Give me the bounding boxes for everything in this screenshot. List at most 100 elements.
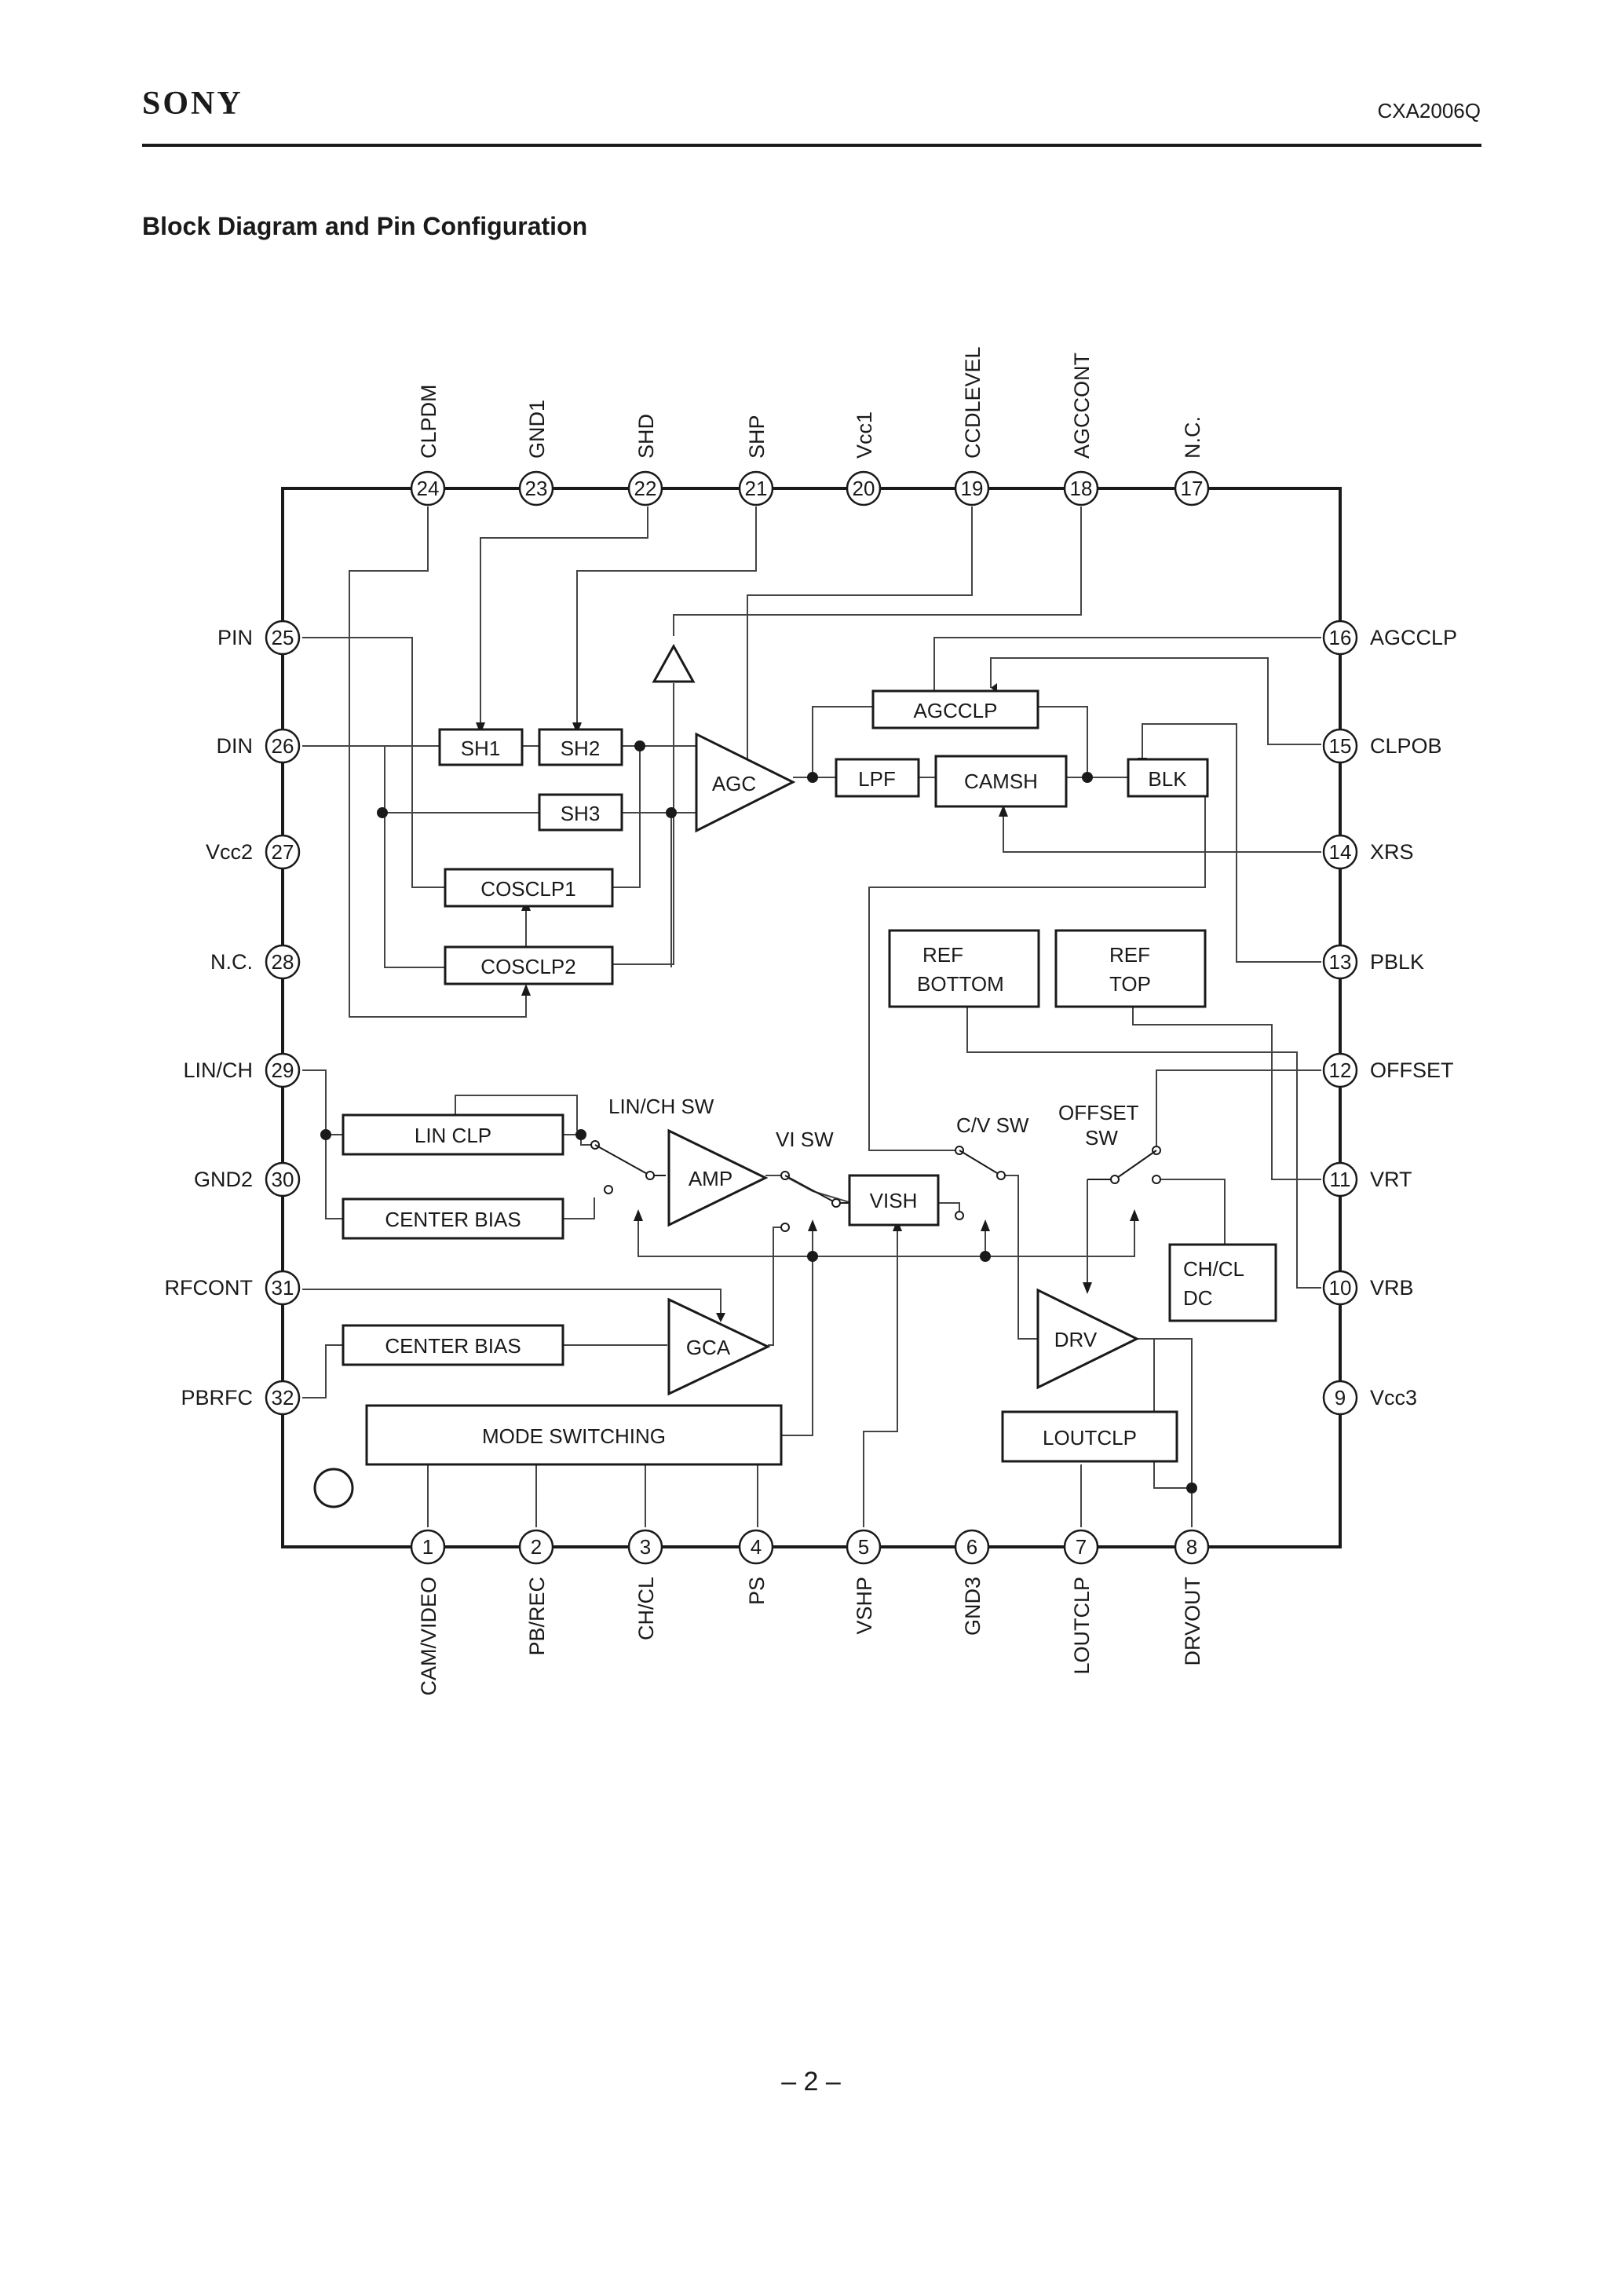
- svg-text:DRV: DRV: [1054, 1328, 1098, 1351]
- pin-number: 20: [853, 477, 875, 500]
- junction-dots: [320, 740, 1197, 1493]
- linch-sw-label: LIN/CH SW: [608, 1095, 714, 1118]
- pin-label: AGCCONT: [1070, 353, 1094, 459]
- pin-number: 2: [531, 1535, 542, 1559]
- pin-label: CCDLEVEL: [961, 346, 985, 459]
- svg-text:GCA: GCA: [686, 1336, 731, 1359]
- package-outline: [281, 487, 1342, 1548]
- pin-number: 30: [272, 1168, 294, 1191]
- pin-label: PBLK: [1370, 950, 1424, 974]
- drv-amplifier: DRV: [1036, 1288, 1140, 1390]
- sh3-block: SH3: [538, 793, 623, 832]
- pin-number: 28: [272, 950, 294, 974]
- pin-3: 3CH/CL: [627, 1529, 663, 1640]
- svg-text:AMP: AMP: [689, 1167, 732, 1190]
- pin-number: 23: [525, 477, 548, 500]
- pin-label: LIN/CH: [183, 1058, 253, 1082]
- pin-label: CLPOB: [1370, 734, 1442, 758]
- pin-30: 30 GND2: [194, 1161, 301, 1197]
- pin-number: 25: [272, 626, 294, 649]
- pin-number: 12: [1329, 1058, 1352, 1082]
- camsh-block: CAMSH: [934, 755, 1068, 808]
- brand-logo: SONY: [142, 86, 243, 122]
- amp-amplifier: AMP: [667, 1128, 769, 1227]
- pin-number: 24: [417, 477, 440, 500]
- signal-wires: [302, 506, 1321, 1527]
- offset-sw-label-1: OFFSET: [1058, 1101, 1139, 1124]
- svg-text:SH3: SH3: [561, 802, 601, 825]
- pin-number: 3: [640, 1535, 651, 1559]
- pin-label: Vcc2: [206, 840, 253, 864]
- pin-28: 28N.C.: [210, 944, 301, 980]
- ref-bottom-block: REF BOTTOM: [888, 929, 1040, 1008]
- svg-text:AGC: AGC: [712, 772, 756, 795]
- lpf-block: LPF: [835, 758, 920, 798]
- pin-17: 17 N.C.: [1174, 416, 1210, 506]
- svg-text:AGCCLP: AGCCLP: [914, 699, 998, 722]
- pin-29: 29 LIN/CH: [183, 1052, 301, 1088]
- cosclp1-block: COSCLP1: [444, 868, 614, 908]
- pin-label: GND1: [525, 400, 549, 459]
- switch-contacts: [590, 1140, 1161, 1232]
- page-number: – 2 –: [781, 2067, 841, 2097]
- offset-sw-label-2: SW: [1085, 1126, 1118, 1150]
- svg-text:BLK: BLK: [1148, 767, 1187, 791]
- pin-2: 2PB/REC: [518, 1529, 554, 1656]
- pin-label: CLPDM: [417, 384, 440, 459]
- sh2-block: SH2: [538, 728, 623, 766]
- sh1-block: SH1: [438, 728, 524, 766]
- pin1-index-mark: [313, 1468, 354, 1508]
- pin-label: N.C.: [1181, 416, 1204, 459]
- svg-text:SH2: SH2: [561, 737, 601, 760]
- pin-number: 19: [961, 477, 984, 500]
- pin-20: 20 Vcc1: [846, 411, 882, 506]
- pin-number: 1: [422, 1535, 433, 1559]
- vi-sw-label: VI SW: [776, 1128, 834, 1151]
- svg-text:COSCLP1: COSCLP1: [480, 877, 575, 901]
- svg-text:LPF: LPF: [858, 767, 896, 791]
- svg-text:CENTER BIAS: CENTER BIAS: [385, 1334, 521, 1358]
- pin-label: CH/CL: [634, 1577, 658, 1640]
- pin-number: 15: [1329, 734, 1352, 758]
- pin-number: 17: [1181, 477, 1204, 500]
- blk-block: BLK: [1127, 758, 1209, 798]
- pin-number: 32: [272, 1386, 294, 1409]
- pin-label: Vcc1: [853, 411, 876, 459]
- amplifiers: AGC AMP GCA DRV: [652, 643, 1140, 1396]
- pin-label: VSHP: [853, 1577, 876, 1635]
- pin-number: 13: [1329, 950, 1352, 974]
- pin-number: 29: [272, 1058, 294, 1082]
- part-number: CXA2006Q: [1377, 99, 1481, 122]
- pin-label: RFCONT: [165, 1276, 253, 1300]
- svg-text:SH1: SH1: [461, 737, 501, 760]
- svg-text:REF: REF: [1109, 943, 1150, 967]
- pin-number: 6: [966, 1535, 977, 1559]
- pin-number: 5: [858, 1535, 869, 1559]
- pin-label: GND2: [194, 1168, 253, 1191]
- pin-15: 15 CLPOB: [1322, 728, 1442, 764]
- svg-text:TOP: TOP: [1109, 972, 1151, 996]
- center-bias-block-1: CENTER BIAS: [342, 1197, 564, 1240]
- blocks: SH1 SH2 SH3 COSCLP1 COSCLP2 AGCCLP LPF: [342, 689, 1277, 1466]
- pin-label: Vcc3: [1370, 1386, 1417, 1409]
- pin-label: AGCCLP: [1370, 626, 1457, 649]
- pin-number: 8: [1186, 1535, 1197, 1559]
- pin-label: DIN: [217, 734, 254, 758]
- pin-label: PS: [745, 1577, 769, 1605]
- svg-text:LOUTCLP: LOUTCLP: [1043, 1426, 1137, 1450]
- pin-23: 23 GND1: [518, 400, 554, 506]
- agc-amplifier: AGC: [695, 732, 796, 833]
